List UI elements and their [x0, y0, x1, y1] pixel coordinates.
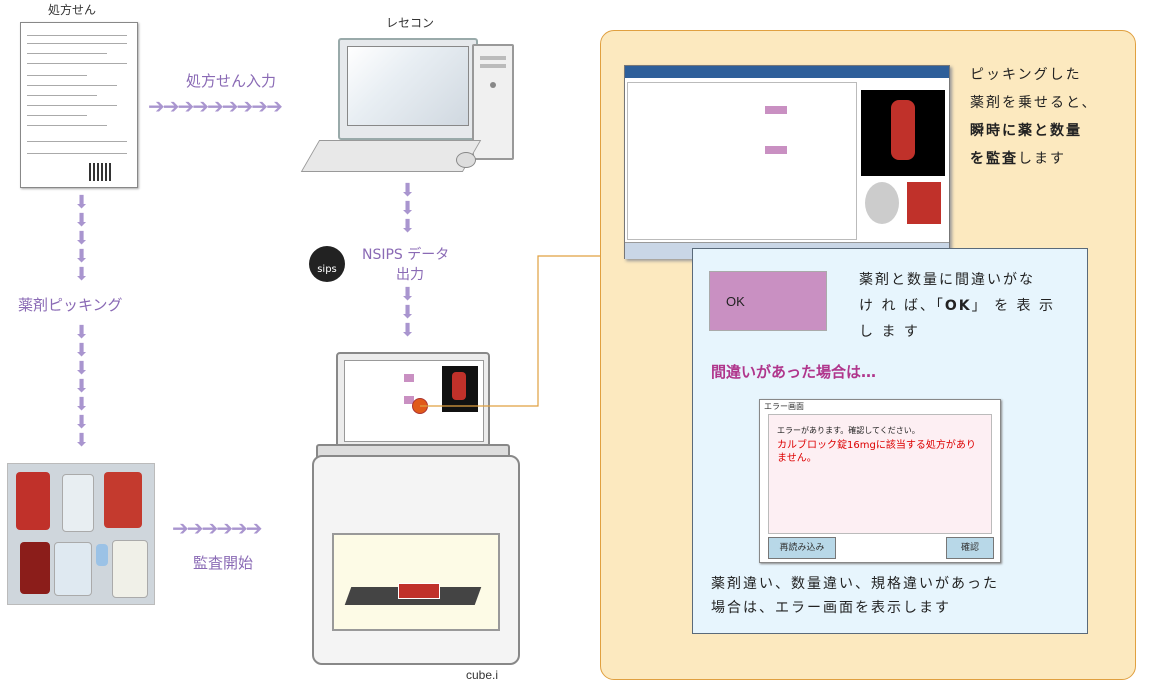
arrow-down-icon: ⬇⬇⬇⬇⬇ [74, 192, 90, 285]
nsips-label-2: 出力 [396, 267, 424, 283]
ok-text-3: し ま す [859, 324, 920, 340]
qr-code-icon [89, 163, 111, 181]
bottom-text-2: 場合は、エラー画面を表示します [711, 600, 951, 616]
prescription-sheet [20, 22, 138, 188]
error-dialog: エラー画面 エラーがあります。確認してください。 カルブロック錠16mgに該当す… [759, 399, 1001, 563]
arrow-right-icon: ➔➔➔➔➔➔ [172, 516, 263, 540]
nsips-logo-icon: sips [309, 246, 345, 282]
cube-label: cube.i [466, 668, 499, 682]
medication-photo [7, 463, 155, 605]
app-screenshot [624, 65, 950, 259]
arrow-down-icon: ⬇⬇⬇ [400, 284, 416, 341]
error-msg-2: カルブロック錠16mgに該当する処方がありません。 [777, 440, 976, 464]
bottom-text-1: 薬剤違い、数量違い、規格違いがあった [711, 576, 999, 592]
rx-input-label: 処方せん入力 [186, 72, 277, 90]
arrow-right-icon: ➔➔➔➔➔➔➔➔➔ [148, 94, 283, 118]
arrow-down-icon: ⬇⬇⬇⬇⬇⬇⬇ [74, 322, 90, 451]
intro-line-4: を監査します [970, 151, 1066, 167]
ok-text-1: 薬剤と数量に間違いがな [859, 272, 1035, 288]
ok-text-2: け れ ば、「OK」 を 表 示 [859, 298, 1056, 314]
error-msg-1: エラーがあります。確認してください。 [777, 426, 920, 435]
prescription-label: 処方せん [48, 3, 97, 17]
nsips-label-1: NSIPS データ [362, 247, 450, 263]
callout-box: OK 薬剤と数量に間違いがな け れ ば、「OK」 を 表 示 し ま す 間違… [692, 248, 1088, 634]
intro-line-2: 薬剤を乗せると、 [970, 95, 1098, 111]
ok-display: OK [709, 271, 827, 331]
monitor [338, 38, 478, 140]
rececon-label: レセコン [386, 16, 435, 30]
intro-line-3: 瞬時に薬と数量 [970, 123, 1082, 139]
picking-label: 薬剤ピッキング [18, 296, 123, 314]
confirm-button[interactable]: 確認 [946, 537, 994, 559]
error-title: エラー画面 [764, 402, 804, 411]
error-heading: 間違いがあった場合は… [711, 363, 877, 381]
arrow-down-icon: ⬇⬇⬇ [400, 180, 416, 237]
mouse [456, 152, 476, 168]
cube-device [312, 455, 520, 665]
intro-line-1: ピッキングした [970, 67, 1082, 83]
audit-start-label: 監査開始 [193, 554, 254, 572]
reload-button[interactable]: 再読み込み [768, 537, 836, 559]
